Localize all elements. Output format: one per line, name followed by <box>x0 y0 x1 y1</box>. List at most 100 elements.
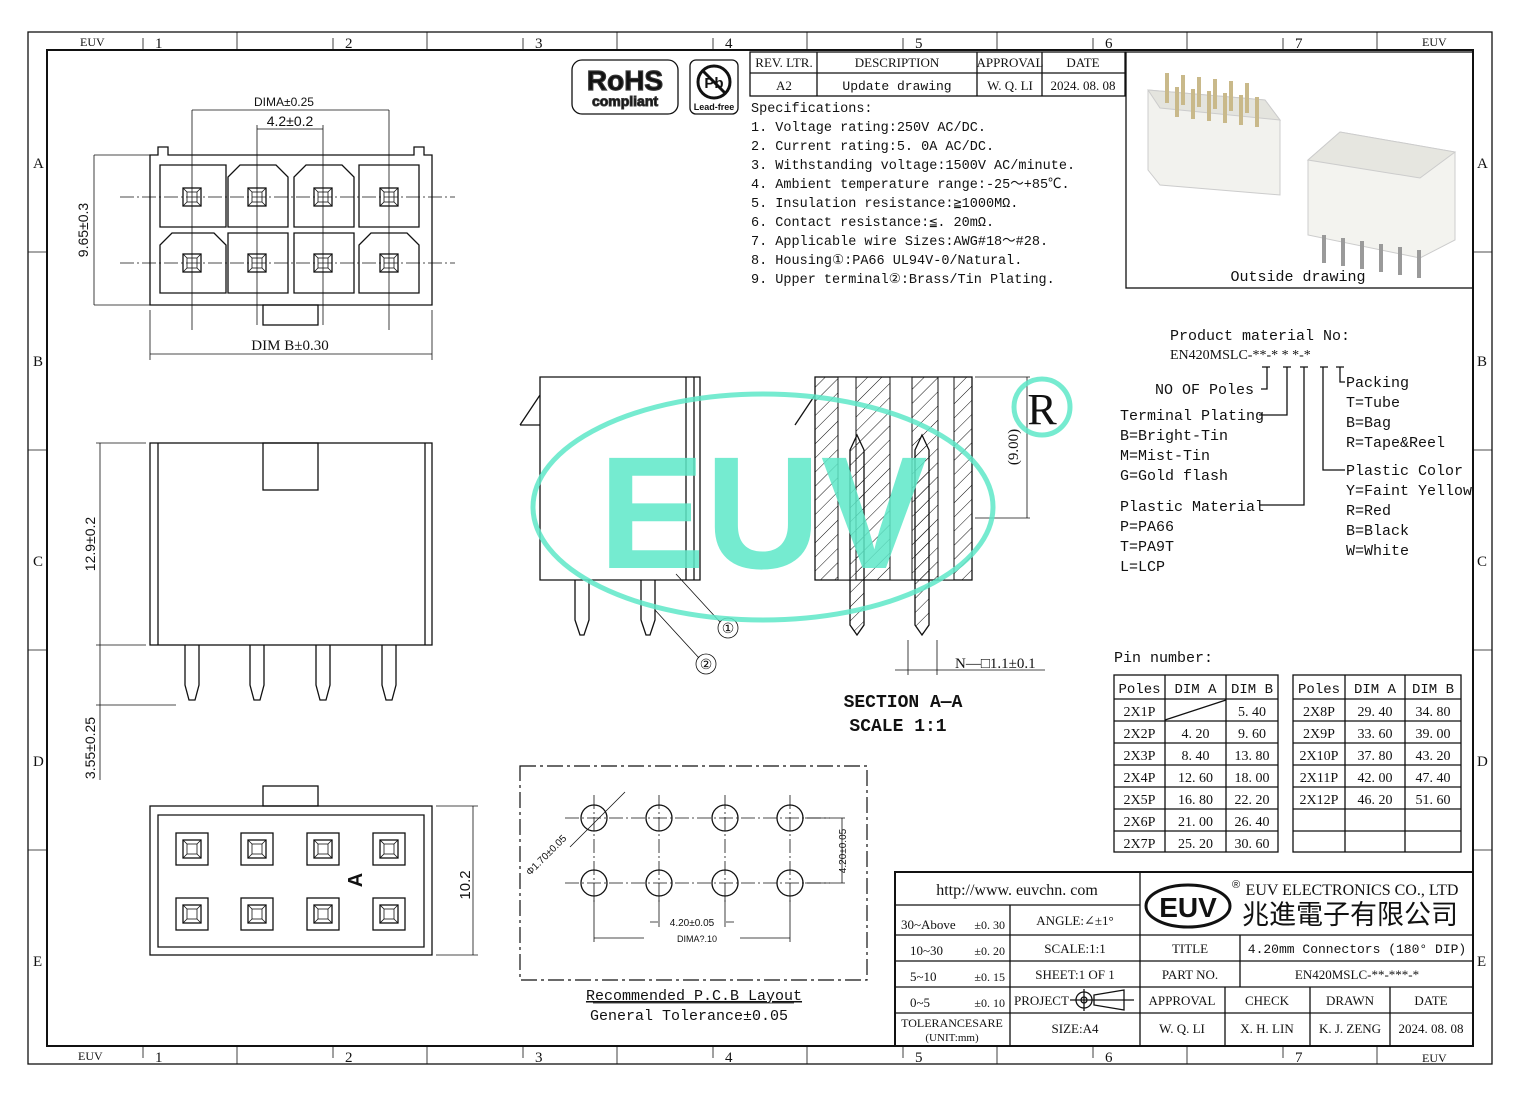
terminal <box>182 904 202 924</box>
svg-text:W=White: W=White <box>1346 543 1409 560</box>
section-view: (9.00) N—□1.1±0.1 ① ② SECTION A—A SCALE … <box>519 376 1045 737</box>
signoff-header: APPROVAL <box>1149 993 1216 1008</box>
rev-value-desc: Update drawing <box>842 79 951 94</box>
column-marker-top: 5 <box>915 36 923 52</box>
row-marker-right: A <box>1477 156 1488 172</box>
tolerance-value: ±0. 30 <box>974 918 1005 932</box>
pin-table-cell: 22. 20 <box>1235 793 1270 808</box>
terminal <box>313 839 333 859</box>
side-view: 12.9±0.2 3.55±0.25 <box>82 442 433 780</box>
svg-text:Terminal Plating: Terminal Plating <box>1120 408 1264 425</box>
tolerance-range: 30~Above <box>901 917 956 932</box>
column-marker-bottom: 5 <box>915 1050 923 1066</box>
pin-table-cell: 2X8P <box>1303 705 1335 720</box>
signoff-header: DATE <box>1414 993 1447 1008</box>
callout-1: ① <box>722 622 735 637</box>
pin-length-label: 3.55±0.25 <box>82 717 98 779</box>
svg-text:B=Black: B=Black <box>1346 523 1409 540</box>
company-name-en: EUV ELECTRONICS CO., LTD <box>1246 882 1459 899</box>
pin-table-cell: 8. 40 <box>1182 749 1210 764</box>
polarity-mark: A <box>345 873 367 887</box>
pin-table-cell: 25. 20 <box>1178 837 1213 852</box>
angle-tolerance: ANGLE:∠±1° <box>1036 913 1113 928</box>
rohs-badge: RoHS compliant <box>571 59 679 115</box>
corner-brand-bl: EUV <box>78 1049 103 1063</box>
pin-table-cell: 42. 00 <box>1358 771 1393 786</box>
pin-table-cell: 18. 00 <box>1235 771 1270 786</box>
pin-table-cell: 2X11P <box>1300 771 1339 786</box>
spec-item: 8. Housing①:PA66 UL94V-0/Natural. <box>751 253 1022 269</box>
corner-brand-tr: EUV <box>1422 35 1447 49</box>
pin-table-cell: 37. 80 <box>1358 749 1393 764</box>
title-value: 4.20mm Connectors (180° DIP) <box>1248 942 1466 957</box>
pin-table-cell: 21. 00 <box>1178 815 1213 830</box>
website-url: http://www. euvchn. com <box>936 882 1098 899</box>
row-marker-right: E <box>1477 954 1486 970</box>
row-marker-left: C <box>33 554 43 570</box>
svg-text:Pb: Pb <box>704 75 723 92</box>
svg-text:Y=Faint Yellow: Y=Faint Yellow <box>1346 483 1472 500</box>
signoff-header: DRAWN <box>1326 993 1375 1008</box>
section-title: SECTION A—A <box>844 693 963 713</box>
svg-text:Lead-free: Lead-free <box>694 102 735 112</box>
spec-item: 9. Upper terminal②:Brass/Tin Plating. <box>751 272 1055 288</box>
tolerances-unit: (UNIT:mm) <box>925 1032 979 1044</box>
svg-text:G=Gold flash: G=Gold flash <box>1120 468 1228 485</box>
part-code: EN420MSLC-**-* * *-* <box>1170 348 1311 363</box>
revision-table: REV. LTR. DESCRIPTION APPROVAL DATE A2 U… <box>749 51 1126 97</box>
pin-table-cell: 9. 60 <box>1238 727 1266 742</box>
cavity <box>293 232 355 294</box>
svg-text:B=Bag: B=Bag <box>1346 415 1391 432</box>
tolerance-value: ±0. 15 <box>974 970 1005 984</box>
svg-text:Plastic Material: Plastic Material <box>1120 499 1264 516</box>
euv-watermark: EUV R <box>530 376 1073 623</box>
spec-item: 4. Ambient temperature range:-25～+85℃. <box>751 177 1070 193</box>
terminal <box>247 839 267 859</box>
pin-table-cell: 12. 60 <box>1178 771 1213 786</box>
tolerance-value: ±0. 20 <box>974 944 1005 958</box>
pcb-hole <box>776 869 804 897</box>
connector-photo-left <box>1147 73 1282 196</box>
pcb-pitch-y-label: 4.20±0.05 <box>838 828 849 873</box>
euv-logo: EUV ® <box>1144 879 1240 929</box>
cavity <box>227 232 289 294</box>
column-marker-top: 2 <box>345 36 353 52</box>
pcb-hole <box>711 869 739 897</box>
column-marker-bottom: 1 <box>155 1050 163 1066</box>
rev-value-approval: W. Q. LI <box>987 78 1033 93</box>
pin-table-header: DIM B <box>1231 682 1273 698</box>
spec-item: 1. Voltage rating:250V AC/DC. <box>751 121 986 136</box>
pcb-hole <box>645 804 673 832</box>
title-block: http://www. euvchn. com EUV ® EUV ELECTR… <box>894 871 1474 1047</box>
top-view: DIMA±0.25 4.2±0.2 9.65±0.3 DIM B±0.30 <box>75 95 455 360</box>
tolerances-label: TOLERANCESARE <box>901 1016 1003 1030</box>
svg-text:T=PA9T: T=PA9T <box>1120 539 1174 556</box>
pin-table-cell: 2X12P <box>1300 793 1339 808</box>
row-marker-left: E <box>33 954 42 970</box>
signoff-value: X. H. LIN <box>1240 1021 1294 1036</box>
pin-table-title: Pin number: <box>1114 650 1213 667</box>
pin-table-cell: 5. 40 <box>1238 705 1266 720</box>
part-no-label: PART NO. <box>1162 967 1218 982</box>
pin <box>184 645 200 701</box>
column-marker-top: 7 <box>1295 36 1303 52</box>
row-marker-right: D <box>1477 754 1488 770</box>
scale: SCALE:1:1 <box>1044 941 1105 956</box>
pin-table-cell: 29. 40 <box>1358 705 1393 720</box>
pin-size-label: N—□1.1±0.1 <box>955 656 1036 672</box>
pin-table-cell: 2X9P <box>1303 727 1335 742</box>
dim-a-label: DIMA±0.25 <box>254 95 314 109</box>
company-name-cn: 兆進電子有限公司 <box>1242 900 1458 930</box>
pcb-hole <box>580 804 608 832</box>
svg-text:R=Red: R=Red <box>1346 503 1391 520</box>
tolerance-value: ±0. 10 <box>974 996 1005 1010</box>
bottom-height-label: 10.2 <box>457 870 474 899</box>
column-marker-bottom: 2 <box>345 1050 353 1066</box>
signoff-value: W. Q. LI <box>1159 1021 1205 1036</box>
column-marker-top: 4 <box>725 36 733 52</box>
connector-photo-right <box>1306 131 1457 278</box>
cavity <box>293 164 355 228</box>
side-height-label: 12.9±0.2 <box>82 517 98 572</box>
